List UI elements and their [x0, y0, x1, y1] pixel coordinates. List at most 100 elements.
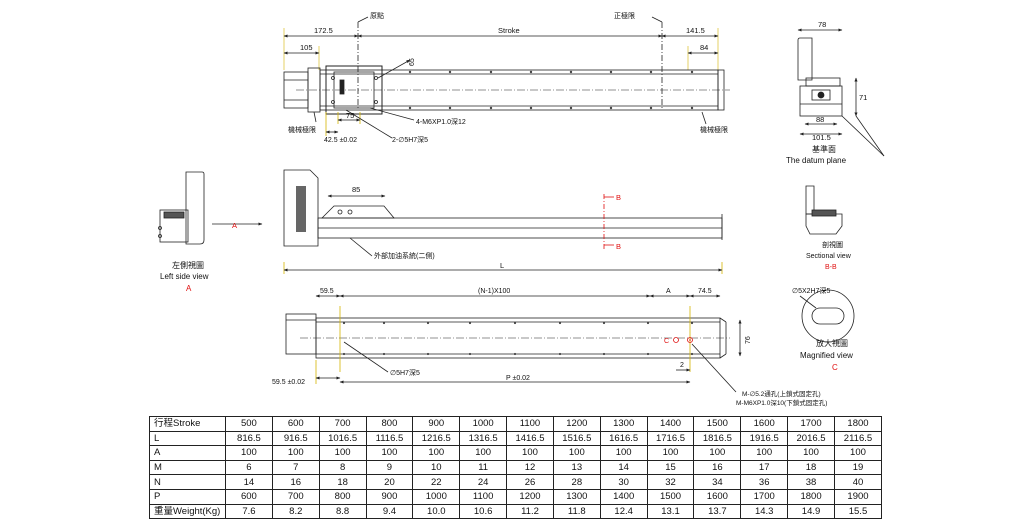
- table-cell: 600: [225, 488, 273, 505]
- table-cell: 700: [318, 416, 367, 432]
- table-cell: 12: [506, 459, 554, 476]
- table-cell: 11: [459, 459, 508, 476]
- label-mech-limit-left: 機械極限: [288, 125, 316, 134]
- table-row-label: M: [149, 459, 226, 476]
- dim-2: 2: [680, 362, 684, 369]
- table-cell: 100: [552, 445, 601, 461]
- table-cell: 18: [787, 459, 835, 476]
- front-view: [283, 169, 723, 274]
- table-cell: 1716.5: [646, 430, 695, 447]
- dim-105: 105: [300, 43, 313, 52]
- table-cell: 900: [365, 488, 414, 505]
- table-cell: 1500: [646, 488, 695, 505]
- table-cell: 7.6: [225, 503, 273, 520]
- top-view: [283, 16, 730, 139]
- table-cell: 40: [833, 474, 883, 490]
- table-row-label: A: [149, 445, 226, 461]
- table-cell: 9.4: [365, 503, 414, 520]
- dim-pitch: (N-1)X100: [478, 288, 510, 295]
- bottom-view: [285, 294, 742, 393]
- table-cell: 100: [365, 445, 414, 461]
- table-cell: 800: [365, 416, 414, 432]
- table-cell: 14.3: [740, 503, 789, 520]
- table-cell: 13.7: [693, 503, 742, 520]
- table-cell: 600: [271, 416, 320, 432]
- table-cell: 1900: [833, 488, 883, 505]
- table-cell: 800: [318, 488, 367, 505]
- table-cell: 11.2: [506, 503, 554, 520]
- dim-59-5-tol: 59.5 ±0.02: [272, 379, 305, 386]
- dim-78: 78: [818, 20, 826, 29]
- dim-85: 85: [352, 185, 360, 194]
- table-cell: 1600: [693, 488, 742, 505]
- table-cell: 1200: [506, 488, 554, 505]
- table-cell: 36: [740, 474, 789, 490]
- table-cell: 1116.5: [365, 430, 414, 447]
- threaded-holes-callout: 4-M6XP1.0深12: [416, 117, 466, 126]
- dim-42-5: 42.5 ±0.02: [324, 137, 357, 144]
- table-cell: 100: [646, 445, 695, 461]
- table-cell: 1100: [459, 488, 508, 505]
- table-cell: 16: [271, 474, 320, 490]
- end-view: [797, 28, 885, 157]
- datum-en: The datum plane: [786, 156, 847, 165]
- label-stroke: Stroke: [498, 26, 520, 35]
- table-cell: 1400: [646, 416, 695, 432]
- table-cell: 2016.5: [787, 430, 835, 447]
- table-cell: 10: [412, 459, 461, 476]
- dim-101-5: 101.5: [812, 133, 831, 142]
- label-forward-limit: 正極限: [614, 11, 635, 20]
- sectional-ref: B-B: [825, 264, 837, 271]
- external-lube-callout: 外部加油系統(二側): [374, 251, 435, 260]
- sectional-en: Sectional view: [806, 253, 852, 260]
- table-cell: 24: [459, 474, 508, 490]
- arrow-a-label: A: [232, 221, 237, 230]
- table-cell: 12.4: [599, 503, 648, 520]
- table-cell: 100: [599, 445, 648, 461]
- table-row-label: 行程Stroke: [149, 416, 226, 432]
- slot-callout: ∅5X2H7深5: [792, 286, 831, 295]
- table-cell: 14: [599, 459, 648, 476]
- mount-hole-1: M-∅5.2通孔(上鎖式固定孔): [742, 389, 821, 398]
- mount-hole-2: M-M6XP1.0深10(下鎖式固定孔): [736, 398, 827, 407]
- top-view-holes: [408, 70, 694, 110]
- table-cell: 1100: [506, 416, 554, 432]
- table-cell: 17: [740, 459, 789, 476]
- dim-65: 65: [409, 58, 416, 66]
- table-cell: 8.2: [271, 503, 320, 520]
- table-cell: 1600: [740, 416, 789, 432]
- table-cell: 11.8: [552, 503, 601, 520]
- table-cell: 916.5: [271, 430, 320, 447]
- table-cell: 1816.5: [693, 430, 742, 447]
- table-cell: 700: [271, 488, 320, 505]
- table-cell: 6: [225, 459, 273, 476]
- table-cell: 20: [365, 474, 414, 490]
- table-cell: 16: [693, 459, 742, 476]
- table-row-label: P: [149, 488, 226, 505]
- table-row-label: N: [149, 474, 226, 490]
- table-cell: 500: [225, 416, 273, 432]
- table-cell: 15.5: [833, 503, 883, 520]
- section-b-bottom: B: [616, 242, 621, 251]
- table-cell: 100: [506, 445, 554, 461]
- table-cell: 100: [412, 445, 461, 461]
- table-cell: 9: [365, 459, 414, 476]
- table-cell: 32: [646, 474, 695, 490]
- magnified-en: Magnified view: [800, 351, 853, 360]
- table-cell: 900: [412, 416, 461, 432]
- table-cell: 28: [552, 474, 601, 490]
- table-cell: 34: [693, 474, 742, 490]
- table-cell: 1300: [552, 488, 601, 505]
- table-cell: 100: [318, 445, 367, 461]
- table-cell: 100: [740, 445, 789, 461]
- table-cell: 816.5: [225, 430, 273, 447]
- dim-P: P ±0.02: [506, 375, 530, 382]
- dim-84: 84: [700, 43, 708, 52]
